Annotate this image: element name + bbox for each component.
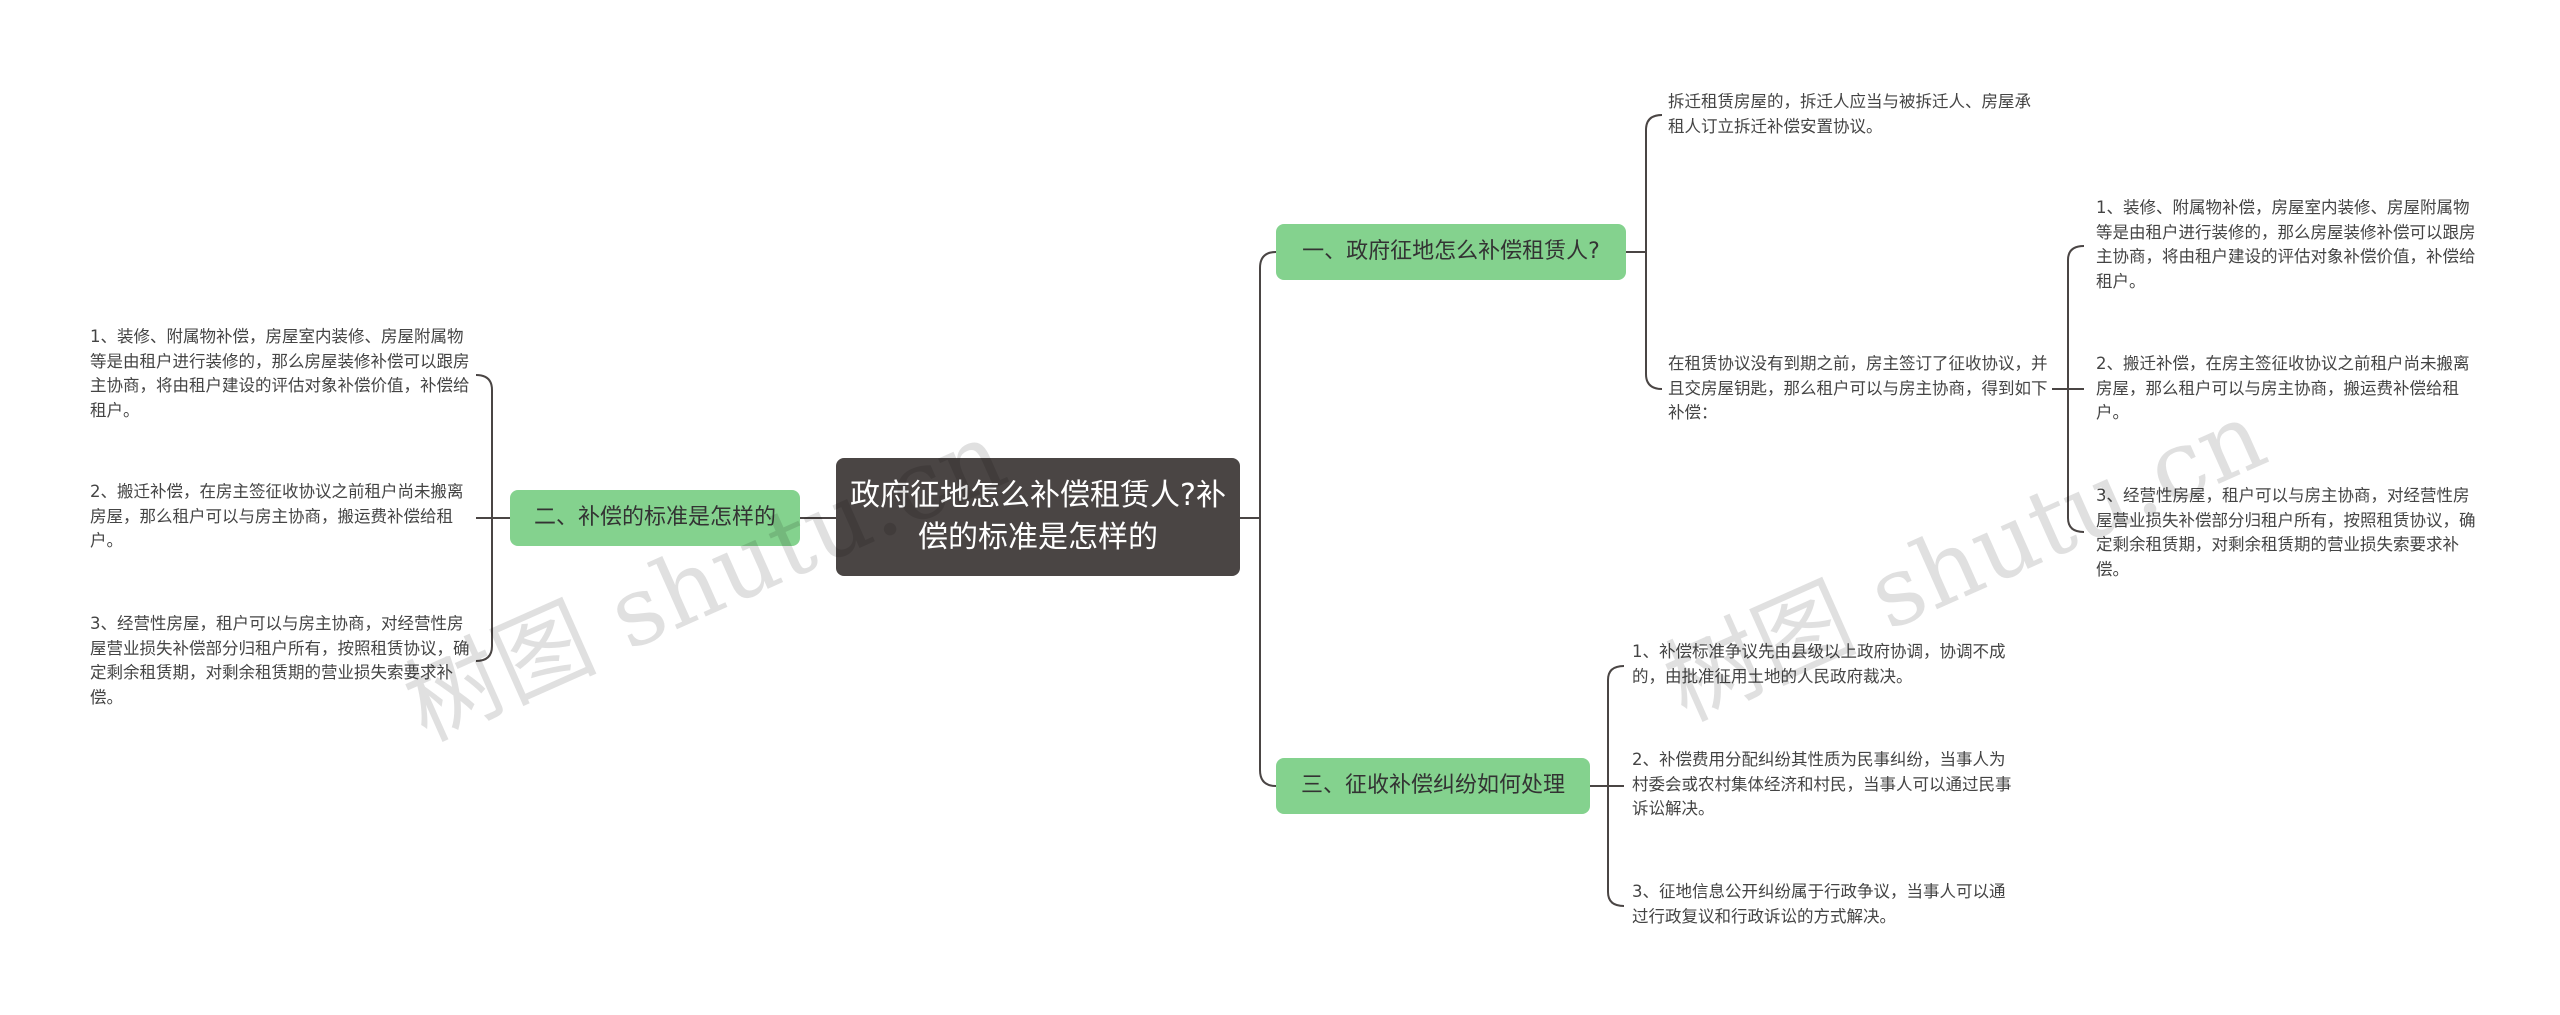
link-b1-2-leaf1 xyxy=(2067,245,2085,389)
leaf-b3-2-text: 2、补偿费用分配纠纷其性质为民事纠纷，当事人为村委会或农村集体经济和村民，当事人… xyxy=(1632,750,2012,818)
leaf-b3-3[interactable]: 3、征地信息公开纠纷属于行政争议，当事人可以通过行政复议和行政诉讼的方式解决。 xyxy=(1632,880,2016,929)
leaf-b2-3[interactable]: 3、经营性房屋，租户可以与房主协商，对经营性房屋营业损失补偿部分归租户所有，按照… xyxy=(90,612,470,710)
link-b3-leaf3 xyxy=(1607,786,1625,907)
leaf-b1-2-3[interactable]: 3、经营性房屋，租户可以与房主协商，对经营性房屋营业损失补偿部分归租户所有，按照… xyxy=(2096,484,2480,582)
branch-3[interactable]: 三、征收补偿纠纷如何处理 xyxy=(1276,758,1590,814)
leaf-b1-2-text: 在租赁协议没有到期之前，房主签订了征收协议，并且交房屋钥匙，那么租户可以与房主协… xyxy=(1668,354,2048,422)
leaf-b1-1[interactable]: 拆迁租赁房屋的，拆迁人应当与被拆迁人、房屋承租人订立拆迁补偿安置协议。 xyxy=(1668,90,2046,139)
leaf-b2-2-text: 2、搬迁补偿，在房主签征收协议之前租户尚未搬离房屋，那么租户可以与房主协商，搬运… xyxy=(90,482,464,550)
leaf-b3-3-text: 3、征地信息公开纠纷属于行政争议，当事人可以通过行政复议和行政诉讼的方式解决。 xyxy=(1632,882,2006,926)
link-root-b1 xyxy=(1259,251,1277,518)
link-b1-leaf1 xyxy=(1645,114,1663,252)
branch-2[interactable]: 二、补偿的标准是怎样的 xyxy=(510,490,800,546)
leaf-b2-2[interactable]: 2、搬迁补偿，在房主签征收协议之前租户尚未搬离房屋，那么租户可以与房主协商，搬运… xyxy=(90,480,470,554)
leaf-b1-1-text: 拆迁租赁房屋的，拆迁人应当与被拆迁人、房屋承租人订立拆迁补偿安置协议。 xyxy=(1668,92,2031,136)
root-topic-label: 政府征地怎么补偿租赁人?补偿的标准是怎样的 xyxy=(850,478,1226,555)
link-b1-leaf2 xyxy=(1645,252,1663,390)
branch-1[interactable]: 一、政府征地怎么补偿租赁人? xyxy=(1276,224,1626,280)
leaf-b3-1[interactable]: 1、补偿标准争议先由县级以上政府协调，协调不成的，由批准征用土地的人民政府裁决。 xyxy=(1632,640,2016,689)
branch-1-label: 一、政府征地怎么补偿租赁人? xyxy=(1302,239,1600,264)
link-root-b3 xyxy=(1259,518,1277,787)
link-b1-2-leaf3 xyxy=(2067,389,2085,533)
leaf-b2-3-text: 3、经营性房屋，租户可以与房主协商，对经营性房屋营业损失补偿部分归租户所有，按照… xyxy=(90,614,470,707)
leaf-b2-1[interactable]: 1、装修、附属物补偿，房屋室内装修、房屋附属物等是由租户进行装修的，那么房屋装修… xyxy=(90,325,470,423)
leaf-b1-2-2-text: 2、搬迁补偿，在房主签征收协议之前租户尚未搬离房屋，那么租户可以与房主协商，搬运… xyxy=(2096,354,2470,422)
leaf-b3-2[interactable]: 2、补偿费用分配纠纷其性质为民事纠纷，当事人为村委会或农村集体经济和村民，当事人… xyxy=(1632,748,2016,822)
link-b2-leaf1 xyxy=(475,374,493,518)
leaf-b2-1-text: 1、装修、附属物补偿，房屋室内装修、房屋附属物等是由租户进行装修的，那么房屋装修… xyxy=(90,327,470,420)
leaf-b1-2-3-text: 3、经营性房屋，租户可以与房主协商，对经营性房屋营业损失补偿部分归租户所有，按照… xyxy=(2096,486,2476,579)
branch-2-label: 二、补偿的标准是怎样的 xyxy=(533,505,776,530)
link-b2-leaf3 xyxy=(475,518,493,662)
leaf-b1-2-2[interactable]: 2、搬迁补偿，在房主签征收协议之前租户尚未搬离房屋，那么租户可以与房主协商，搬运… xyxy=(2096,352,2480,426)
leaf-b1-2[interactable]: 在租赁协议没有到期之前，房主签订了征收协议，并且交房屋钥匙，那么租户可以与房主协… xyxy=(1668,352,2048,426)
link-b3-leaf1 xyxy=(1607,665,1625,786)
leaf-b3-1-text: 1、补偿标准争议先由县级以上政府协调，协调不成的，由批准征用土地的人民政府裁决。 xyxy=(1632,642,2006,686)
branch-3-label: 三、征收补偿纠纷如何处理 xyxy=(1300,773,1565,798)
leaf-b1-2-1-text: 1、装修、附属物补偿，房屋室内装修、房屋附属物等是由租户进行装修的，那么房屋装修… xyxy=(2096,198,2476,291)
leaf-b1-2-1[interactable]: 1、装修、附属物补偿，房屋室内装修、房屋附属物等是由租户进行装修的，那么房屋装修… xyxy=(2096,196,2480,294)
root-topic[interactable]: 政府征地怎么补偿租赁人?补偿的标准是怎样的 xyxy=(836,458,1240,576)
